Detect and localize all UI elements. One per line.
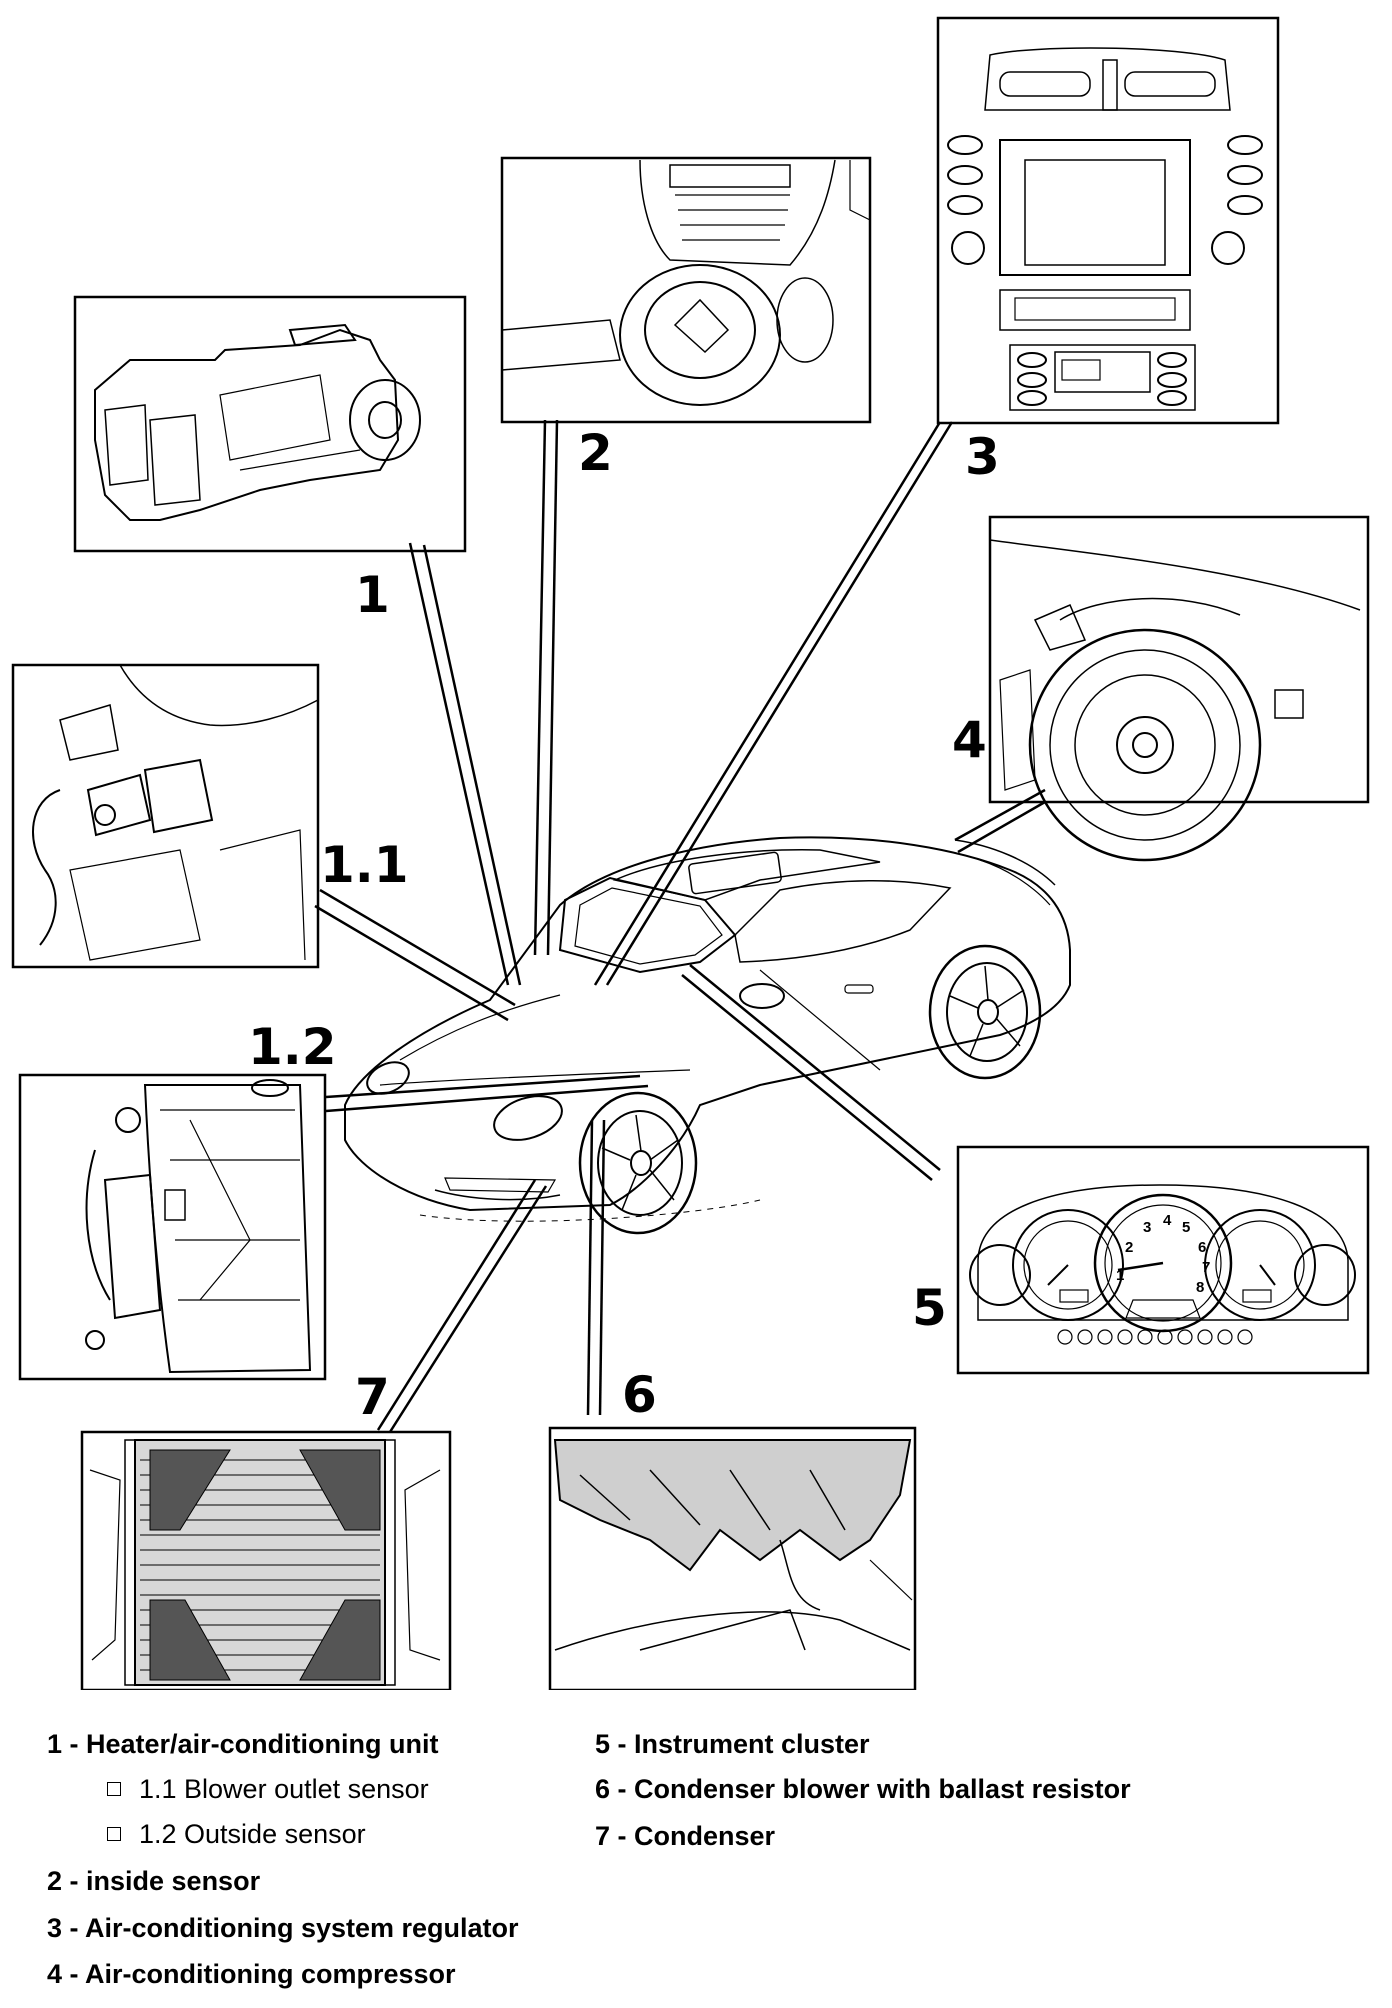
diagram-drawing: 1 2 3 4 5 6 7 8 (11, 16, 1370, 1692)
leader-6-a (586, 1119, 594, 1416)
tachometer-numbers: 1 2 3 4 5 6 7 8 (1116, 1212, 1210, 1296)
leader-5-a (689, 964, 941, 1171)
leader-7-b (388, 1185, 548, 1433)
callout-4: 4 (952, 711, 987, 769)
callout-6: 6 (622, 1366, 657, 1424)
leader-1-b (422, 544, 522, 986)
callout-2: 2 (578, 424, 613, 482)
leader-4-a (954, 788, 1046, 842)
warning-lights-row (1057, 1329, 1253, 1345)
box-3-ac-regulator (936, 16, 1280, 425)
checkbox-bullet-icon (107, 1827, 121, 1841)
box-6-condenser-blower (548, 1426, 917, 1692)
leader-3-a (593, 421, 942, 986)
leader-7-a (376, 1179, 537, 1431)
car-illustration (344, 836, 1071, 1235)
tach-number-2: 2 (1125, 1239, 1133, 1256)
leader-5-b (681, 974, 933, 1181)
leader-1-2-b (325, 1084, 649, 1113)
callout-1-2: 1.2 (248, 1018, 337, 1076)
box-2-inside-sensor (500, 156, 872, 424)
component-location-diagram: 1 2 3 4 5 6 7 8 (11, 16, 1370, 1692)
box-1-2-outside-sensor (18, 1073, 327, 1381)
tach-number-1: 1 (1116, 1267, 1124, 1284)
tach-number-7: 7 (1202, 1259, 1210, 1276)
leader-3-b (605, 421, 954, 986)
legend-item-1-1: 1.1 Blower outlet sensor (107, 1773, 429, 1805)
tach-number-4: 4 (1163, 1212, 1172, 1229)
legend-item-1-2: 1.2 Outside sensor (107, 1818, 366, 1850)
box-5-instrument-cluster: 1 2 3 4 5 6 7 8 (956, 1145, 1370, 1375)
leader-2-a (533, 419, 547, 956)
callout-1: 1 (355, 566, 390, 624)
callout-7: 7 (355, 1368, 390, 1426)
callout-3: 3 (965, 428, 1000, 486)
legend: 1 - Heater/air-conditioning unit 1.1 Blo… (0, 1728, 1392, 2008)
box-1-1-blower-outlet-sensor (11, 663, 320, 969)
legend-item-4: 4 - Air-conditioning compressor (47, 1959, 456, 1989)
legend-item-1: 1 - Heater/air-conditioning unit (47, 1729, 439, 1759)
leader-4-b (957, 800, 1046, 854)
leader-6-b (598, 1119, 606, 1416)
leader-1-a (408, 542, 510, 986)
box-7-condenser (80, 1430, 452, 1692)
legend-item-2: 2 - inside sensor (47, 1866, 261, 1896)
checkbox-bullet-icon (107, 1782, 121, 1796)
box-4-ac-compressor (988, 515, 1370, 862)
leader-1-1-a (319, 888, 516, 1007)
tach-number-8: 8 (1196, 1279, 1204, 1296)
legend-item-7: 7 - Condenser (595, 1821, 776, 1851)
leader-1-1-b (314, 904, 509, 1022)
legend-item-3: 3 - Air-conditioning system regulator (47, 1913, 519, 1943)
tach-number-3: 3 (1143, 1219, 1151, 1236)
box-1-heater-unit (73, 295, 467, 553)
tach-number-6: 6 (1198, 1239, 1206, 1256)
leader-2-b (546, 419, 559, 956)
legend-item-5: 5 - Instrument cluster (595, 1729, 870, 1759)
callout-5: 5 (912, 1279, 947, 1337)
legend-item-6: 6 - Condenser blower with ballast resist… (595, 1774, 1131, 1804)
callout-1-1: 1.1 (320, 836, 409, 894)
tach-number-5: 5 (1182, 1219, 1190, 1236)
